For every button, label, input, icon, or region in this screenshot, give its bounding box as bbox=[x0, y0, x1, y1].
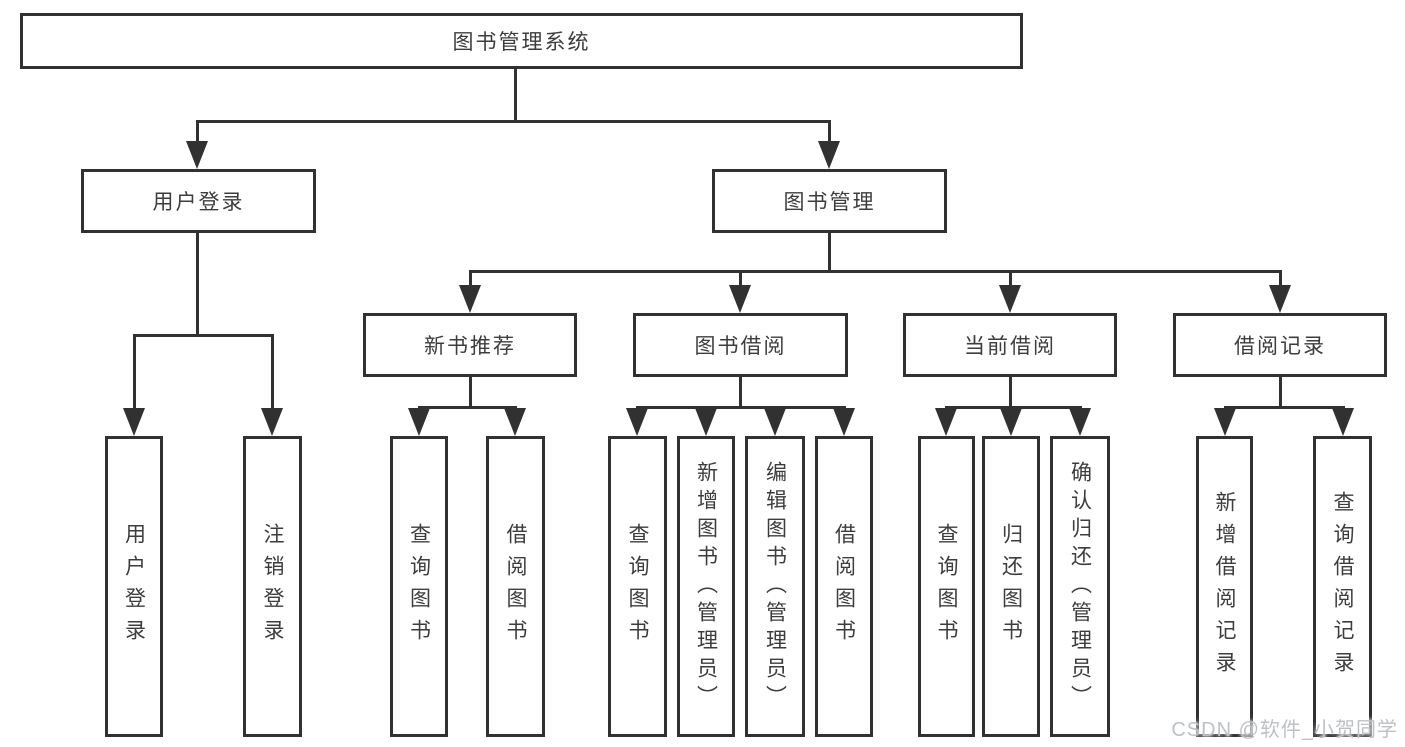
connector-line bbox=[514, 69, 517, 122]
arrow-down-icon bbox=[186, 141, 208, 169]
arrow-down-icon bbox=[1332, 408, 1354, 436]
arrow-down-icon bbox=[626, 408, 648, 436]
node-current-borrow: 当前借阅 bbox=[903, 313, 1117, 377]
leaf-label: 查询借阅记录 bbox=[1331, 490, 1354, 683]
arrow-down-icon bbox=[999, 285, 1021, 313]
leaf-label: 注销登录 bbox=[261, 522, 284, 651]
connector-line bbox=[1279, 270, 1282, 288]
node-book-borrow: 图书借阅 bbox=[633, 313, 848, 377]
node-root: 图书管理系统 bbox=[20, 13, 1023, 69]
leaf-user-login: 用户登录 bbox=[105, 436, 163, 737]
leaf-label: 查询图书 bbox=[935, 522, 958, 651]
leaf-borrow-books-2: 借阅图书 bbox=[815, 436, 873, 737]
connector-line bbox=[271, 334, 274, 414]
node-new-book-recommend: 新书推荐 bbox=[363, 313, 577, 377]
connector-line bbox=[133, 334, 274, 337]
leaf-label: 归还图书 bbox=[999, 522, 1023, 651]
connector-line bbox=[945, 406, 1082, 409]
leaf-confirm-return-admin: 确认归还（管理员） bbox=[1050, 436, 1110, 737]
arrow-down-icon bbox=[729, 285, 751, 313]
leaf-query-books-3: 查询图书 bbox=[918, 436, 975, 737]
leaf-edit-books-admin: 编辑图书（管理员） bbox=[745, 436, 805, 737]
arrow-down-icon bbox=[123, 408, 145, 436]
connector-line bbox=[739, 270, 742, 288]
csdn-watermark: CSDN @软件_小贺同学 bbox=[1171, 719, 1398, 741]
connector-line bbox=[418, 406, 517, 409]
leaf-query-books-1: 查询图书 bbox=[390, 436, 448, 737]
arrow-down-icon bbox=[695, 408, 717, 436]
node-book-management: 图书管理 bbox=[712, 169, 947, 233]
leaf-label: 查询图书 bbox=[407, 522, 431, 651]
connector-line bbox=[196, 233, 199, 337]
connector-line bbox=[196, 120, 199, 148]
leaf-label: 用户登录 bbox=[122, 522, 146, 651]
connector-line bbox=[196, 120, 831, 123]
node-user-login: 用户登录 bbox=[81, 169, 316, 233]
arrow-down-icon bbox=[1214, 408, 1236, 436]
leaf-label: 借阅图书 bbox=[832, 522, 856, 651]
connector-line bbox=[1009, 377, 1012, 409]
leaf-label: 编辑图书（管理员） bbox=[763, 460, 787, 713]
leaf-label: 新增借阅记录 bbox=[1213, 490, 1236, 683]
connector-line bbox=[469, 270, 1282, 273]
connector-line bbox=[828, 120, 831, 148]
connector-line bbox=[469, 377, 472, 409]
connector-line bbox=[133, 334, 136, 414]
leaf-logout: 注销登录 bbox=[243, 436, 302, 737]
leaf-add-borrow-record: 新增借阅记录 bbox=[1196, 436, 1253, 737]
leaf-borrow-books-1: 借阅图书 bbox=[486, 436, 545, 737]
leaf-query-borrow-record: 查询借阅记录 bbox=[1313, 436, 1372, 737]
arrow-down-icon bbox=[833, 408, 855, 436]
leaf-label: 借阅图书 bbox=[504, 522, 527, 651]
arrow-down-icon bbox=[1069, 408, 1091, 436]
connector-line bbox=[1279, 377, 1282, 409]
leaf-return-books: 归还图书 bbox=[982, 436, 1040, 737]
arrow-down-icon bbox=[408, 408, 430, 436]
leaf-label: 确认归还（管理员） bbox=[1068, 460, 1092, 713]
arrow-down-icon bbox=[818, 141, 840, 169]
leaf-query-books-2: 查询图书 bbox=[608, 436, 667, 737]
connector-line bbox=[1009, 270, 1012, 288]
connector-line bbox=[636, 406, 846, 409]
arrow-down-icon bbox=[935, 408, 957, 436]
connector-line bbox=[1224, 406, 1345, 409]
node-borrow-records: 借阅记录 bbox=[1173, 313, 1387, 377]
arrow-down-icon bbox=[1269, 285, 1291, 313]
arrow-down-icon bbox=[504, 408, 526, 436]
arrow-down-icon bbox=[1000, 408, 1022, 436]
connector-line bbox=[739, 377, 742, 409]
arrow-down-icon bbox=[764, 408, 786, 436]
leaf-label: 新增图书（管理员） bbox=[694, 460, 718, 713]
connector-line bbox=[469, 270, 472, 288]
leaf-add-books-admin: 新增图书（管理员） bbox=[677, 436, 735, 737]
arrow-down-icon bbox=[459, 285, 481, 313]
leaf-label: 查询图书 bbox=[626, 522, 649, 651]
connector-line bbox=[828, 233, 831, 272]
arrow-down-icon bbox=[261, 408, 283, 436]
